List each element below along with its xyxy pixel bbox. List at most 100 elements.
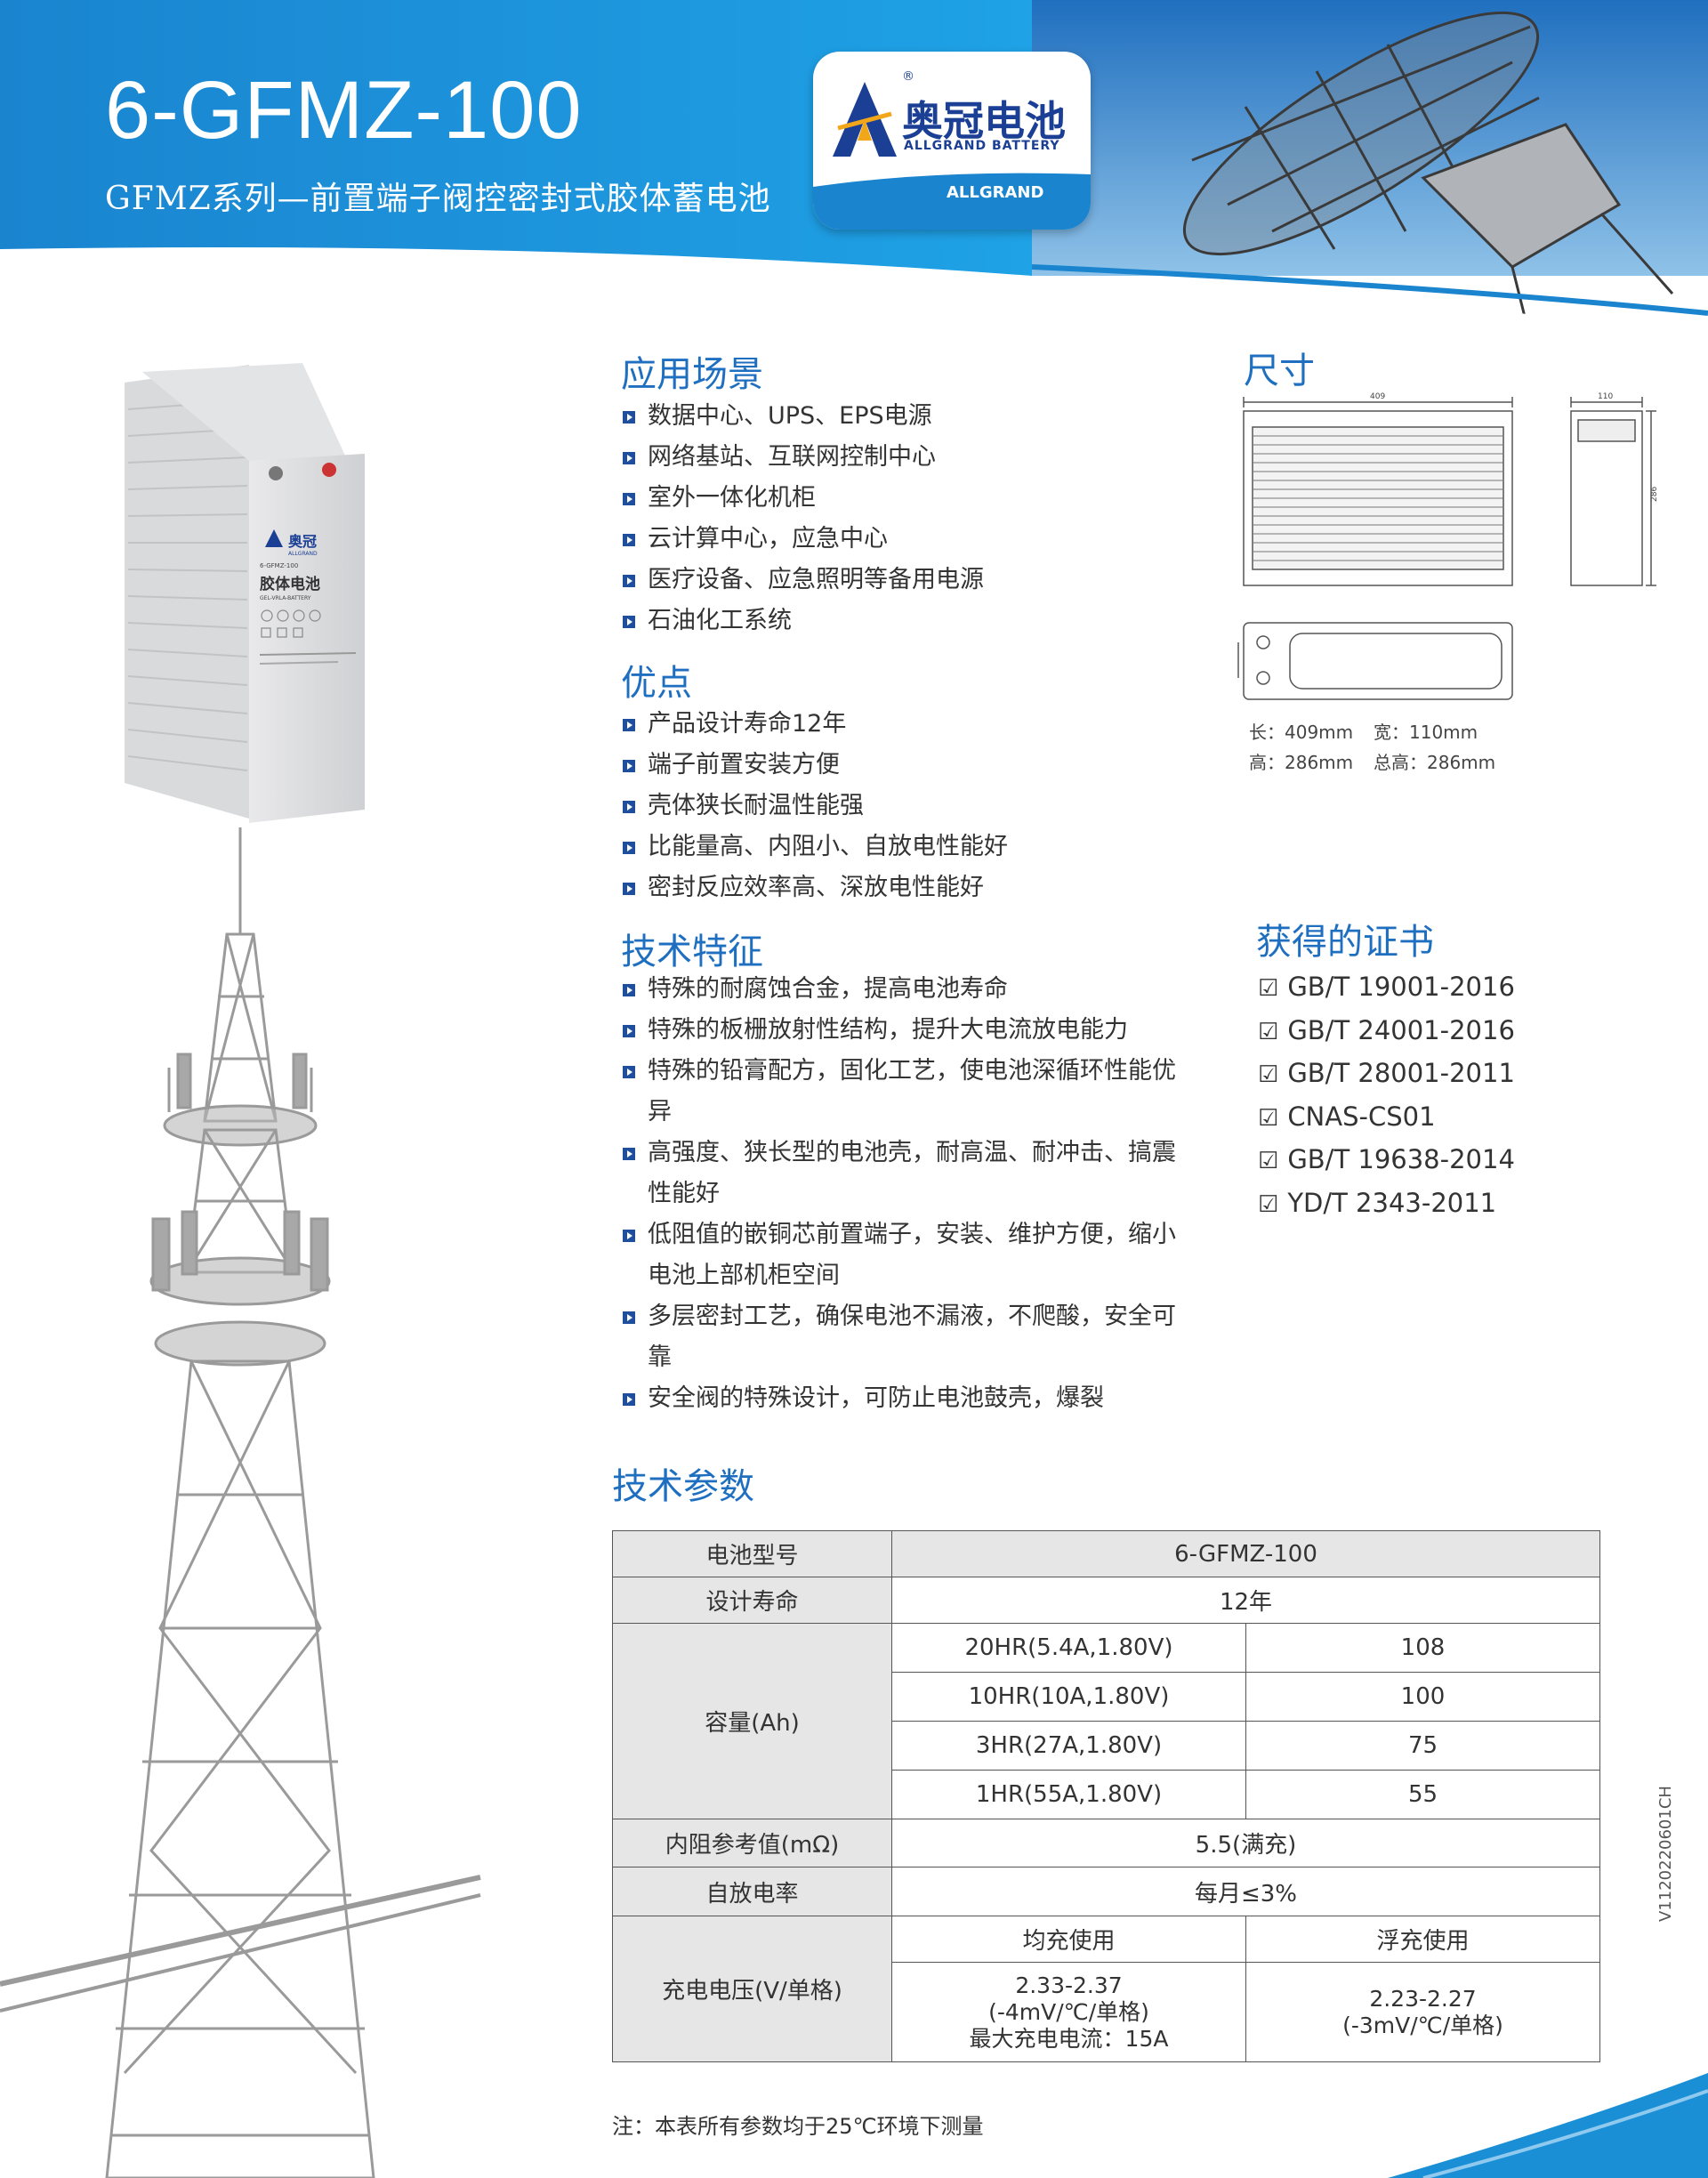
bullet-arrow-icon	[623, 984, 635, 996]
list-item: 特殊的耐腐蚀合金，提高电池寿命	[621, 969, 1190, 1010]
checkbox-icon: ☑	[1258, 1148, 1279, 1174]
certificates-heading: 获得的证书	[1256, 922, 1434, 963]
self-discharge-value-cell: 每月≤3%	[891, 1867, 1600, 1916]
dimension-height-label: 286	[1650, 487, 1659, 502]
list-item: 壳体狭长耐温性能强	[621, 786, 1008, 827]
list-item: 比能量高、内阻小、自放电性能好	[621, 827, 1008, 867]
list-item: 密封反应效率高、深放电性能好	[621, 867, 1008, 908]
resistance-value-cell: 5.5(满充)	[891, 1819, 1600, 1867]
header-swoosh-line	[1031, 264, 1708, 316]
list-item: 云计算中心，应急中心	[621, 519, 984, 560]
life-value-cell: 12年	[891, 1577, 1600, 1624]
dimension-length-label: 409	[1370, 392, 1385, 401]
battery-label-type-en: GEL-VRLA-BATTERY	[260, 595, 311, 601]
list-item: ☑CNAS-CS01	[1258, 1096, 1515, 1140]
specs-heading: 技术参数	[612, 1466, 754, 1507]
model-value-cell: 6-GFMZ-100	[891, 1530, 1600, 1577]
bullet-arrow-icon	[623, 842, 635, 854]
version-code: V1120220601CH	[1656, 1786, 1675, 1922]
capacity-value-cell: 100	[1245, 1672, 1600, 1722]
self-discharge-label-cell: 自放电率	[612, 1867, 892, 1916]
list-item: 端子前置安装方便	[621, 745, 1008, 786]
spec-table: 电池型号 6-GFMZ-100 设计寿命 12年 容量(Ah) 20HR(5.4…	[612, 1530, 1600, 2062]
features-heading: 技术特征	[621, 932, 763, 972]
capacity-rate-cell: 20HR(5.4A,1.80V)	[891, 1623, 1246, 1673]
features-list: 特殊的耐腐蚀合金，提高电池寿命 特殊的板栅放射性结构，提升大电流放电能力 特殊的…	[621, 969, 1190, 1419]
list-item: ☑GB/T 19001-2016	[1258, 966, 1515, 1010]
table-row: 3HR(27A,1.80V) 75	[613, 1721, 1600, 1771]
life-label-cell: 设计寿命	[612, 1577, 892, 1624]
bullet-arrow-icon	[623, 1393, 635, 1406]
bullet-arrow-icon	[623, 452, 635, 464]
capacity-label-cell: 容量(Ah)	[612, 1623, 892, 1819]
list-item: 数据中心、UPS、EPS电源	[621, 396, 984, 437]
header-banner	[0, 0, 1708, 338]
capacity-value-cell: 108	[1245, 1623, 1600, 1673]
bullet-arrow-icon	[623, 493, 635, 505]
table-row: 设计寿命 12年	[612, 1577, 1600, 1624]
equalize-head-cell: 均充使用	[891, 1916, 1246, 1963]
battery-label-type: 胶体电池	[260, 575, 320, 593]
battery-product-image: 奥冠 ALLGRAND 6-GFMZ-100 胶体电池 GEL-VRLA-BAT…	[125, 363, 365, 823]
logo-name: 奥冠电池	[902, 97, 1066, 145]
list-item: 特殊的铅膏配方，固化工艺，使电池深循环性能优异	[621, 1051, 1190, 1133]
list-item: ☑YD/T 2343-2011	[1258, 1182, 1515, 1226]
applications-list: 数据中心、UPS、EPS电源 网络基站、互联网控制中心 室外一体化机柜 云计算中…	[621, 396, 984, 641]
list-item: 多层密封工艺，确保电池不漏液，不爬酸，安全可靠	[621, 1296, 1190, 1378]
list-item: 产品设计寿命12年	[621, 704, 1008, 745]
logo-band-text: ALLGRAND	[947, 183, 1044, 202]
certificates-list: ☑GB/T 19001-2016 ☑GB/T 24001-2016 ☑GB/T …	[1258, 966, 1515, 1225]
capacity-value-cell: 75	[1245, 1721, 1600, 1771]
height-value: 高：286mm	[1249, 752, 1354, 773]
bullet-arrow-icon	[623, 1230, 635, 1242]
resistance-label-cell: 内阻参考值(mΩ)	[612, 1819, 892, 1867]
list-item: 医疗设备、应急照明等备用电源	[621, 560, 984, 601]
checkbox-icon: ☑	[1258, 1104, 1279, 1132]
advantages-list: 产品设计寿命12年 端子前置安装方便 壳体狭长耐温性能强 比能量高、内阻小、自放…	[621, 704, 1008, 908]
dimension-width-label: 110	[1598, 392, 1613, 401]
header-swoosh	[0, 247, 1708, 338]
checkbox-icon: ☑	[1258, 1018, 1279, 1045]
length-value: 长：409mm	[1249, 722, 1354, 743]
list-item: 高强度、狭长型的电池壳，耐高温、耐冲击、搞震性能好	[621, 1133, 1190, 1214]
list-item: 低阻值的嵌铜芯前置端子，安装、维护方便，缩小电池上部机柜空间	[621, 1214, 1190, 1296]
list-item: ☑GB/T 24001-2016	[1258, 1010, 1515, 1053]
table-row: 10HR(10A,1.80V) 100	[613, 1672, 1600, 1722]
list-item: ☑GB/T 28001-2011	[1258, 1053, 1515, 1096]
bullet-arrow-icon	[623, 1025, 635, 1037]
equalize-value-cell: 2.33-2.37 (-4mV/℃/单格) 最大充电电流：15A	[891, 1962, 1246, 2062]
charge-label-cell: 充电电压(V/单格)	[612, 1916, 892, 2062]
bullet-arrow-icon	[623, 719, 635, 731]
checkbox-icon: ☑	[1258, 975, 1279, 1002]
registered-mark: ®	[902, 69, 914, 84]
checkbox-icon: ☑	[1258, 1190, 1279, 1218]
table-row: 内阻参考值(mΩ) 5.5(满充)	[612, 1819, 1600, 1867]
list-item: 室外一体化机柜	[621, 478, 984, 519]
sky-photo	[1032, 0, 1708, 276]
table-row: 1HR(55A,1.80V) 55	[613, 1770, 1600, 1819]
bullet-arrow-icon	[623, 575, 635, 587]
logo-english: ALLGRAND BATTERY	[904, 139, 1060, 153]
battery-label-model: 6-GFMZ-100	[260, 562, 298, 569]
list-item: ☑GB/T 19638-2014	[1258, 1139, 1515, 1182]
table-row: 电池型号 6-GFMZ-100	[612, 1530, 1600, 1577]
table-row: 容量(Ah) 20HR(5.4A,1.80V) 108	[612, 1623, 1600, 1819]
dimension-drawing: 409 110 286 45	[1237, 392, 1659, 700]
width-value: 宽：110mm	[1374, 722, 1478, 743]
model-title: 6-GFMZ-100	[105, 65, 583, 156]
capacity-rate-cell: 1HR(55A,1.80V)	[891, 1770, 1246, 1819]
checkbox-icon: ☑	[1258, 1061, 1279, 1088]
series-subtitle: GFMZ系列—前置端子阀控密封式胶体蓄电池	[105, 181, 771, 217]
bullet-arrow-icon	[623, 411, 635, 424]
bullet-arrow-icon	[623, 534, 635, 546]
list-item: 安全阀的特殊设计，可防止电池鼓壳，爆裂	[621, 1378, 1190, 1419]
footer-swoosh	[1388, 2073, 1708, 2178]
bullet-arrow-icon	[623, 883, 635, 895]
advantages-heading: 优点	[621, 663, 692, 704]
table-note: 注：本表所有参数均于25℃环境下测量	[612, 2114, 984, 2139]
capacity-rate-cell: 3HR(27A,1.80V)	[891, 1721, 1246, 1771]
banner-blue	[0, 0, 1032, 276]
table-row: 充电电压(V/单格) 均充使用 浮充使用	[612, 1916, 1600, 2062]
float-value-cell: 2.23-2.27 (-3mV/℃/单格)	[1245, 1962, 1600, 2062]
